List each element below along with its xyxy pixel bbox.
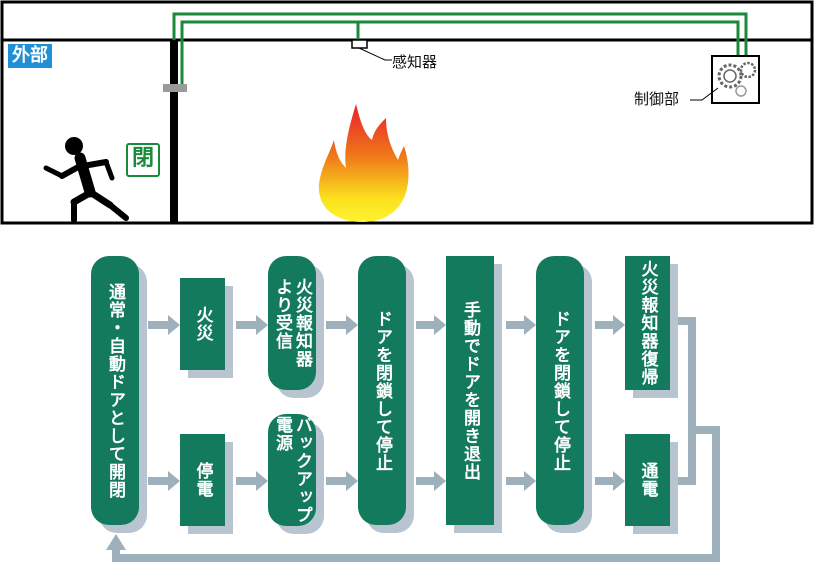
sensor-leader-line (358, 47, 392, 61)
return-arrowhead (106, 534, 126, 550)
box-manual-open-exit: 手動でドアを開き退出 (446, 256, 494, 525)
box-alarm-reset-text: 火災報知器復帰 (637, 260, 658, 386)
arrow-group (148, 315, 625, 491)
box-fire-alarm-received: 火災報知器 より受信 (268, 256, 316, 390)
fire-icon (318, 104, 409, 222)
box-close-and-stop-2: ドアを閉鎖して停止 (536, 256, 584, 525)
box-close-and-stop-1-text: ドアを閉鎖して停止 (372, 309, 392, 472)
box-manual-open-exit-text: 手動でドアを開き退出 (460, 300, 480, 481)
box-normal-operation-text: 通常・自動ドアとして開閉 (105, 282, 125, 499)
box-fire: 火災 (180, 278, 225, 370)
gear-icon (717, 61, 757, 97)
box-backup-power-text: バックアップ 電源 (272, 416, 312, 524)
box-alarm-reset: 火災報知器復帰 (625, 256, 670, 390)
box-close-and-stop-1: ドアを閉鎖して停止 (358, 256, 406, 525)
sensor-label: 感知器 (392, 53, 438, 71)
box-power-restored-text: 通電 (637, 462, 658, 498)
box-power-outage-text: 停電 (192, 462, 213, 498)
box-close-and-stop-2-text: ドアを閉鎖して停止 (550, 309, 570, 472)
controller-leader-line (690, 87, 719, 101)
box-power-restored: 通電 (625, 434, 670, 526)
box-fire-text: 火災 (192, 306, 213, 342)
box-fire-alarm-received-text: 火災報知器 より受信 (272, 278, 312, 368)
controller-label: 制御部 (634, 90, 680, 108)
building-outline (0, 0, 814, 225)
outside-tag: 外部 (8, 44, 52, 68)
door-bracket (163, 84, 187, 92)
return-loop-line (112, 317, 720, 562)
running-person-icon (43, 137, 129, 223)
door-closed-badge: 閉 (126, 143, 160, 177)
box-power-outage: 停電 (180, 434, 225, 526)
box-backup-power: バックアップ 電源 (268, 414, 316, 526)
box-normal-operation: 通常・自動ドアとして開閉 (91, 256, 139, 525)
door-pillar (170, 40, 178, 223)
